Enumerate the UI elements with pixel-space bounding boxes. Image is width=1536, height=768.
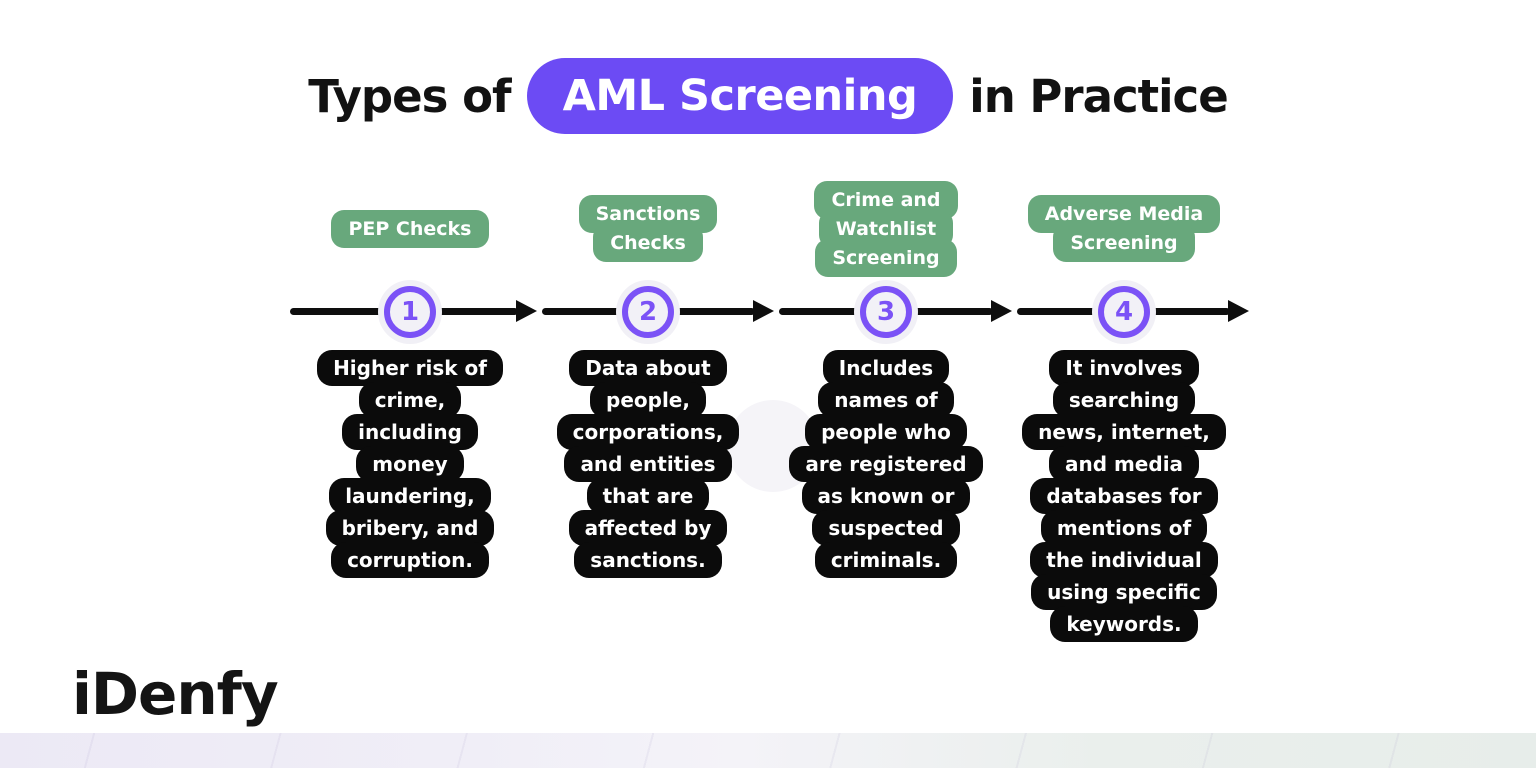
desc-line: including	[342, 414, 478, 450]
arrowhead-icon	[991, 300, 1012, 322]
desc-line: names of	[818, 382, 954, 418]
desc-line: corruption.	[331, 542, 489, 578]
desc-line: Higher risk of	[317, 350, 503, 386]
desc-line: people who	[805, 414, 967, 450]
title-highlight-pill: AML Screening	[526, 58, 954, 134]
desc-line: corporations,	[556, 414, 740, 450]
desc-line: It involves	[1049, 350, 1199, 386]
desc-line: criminals.	[814, 542, 958, 578]
label-line: Screening	[1053, 224, 1195, 262]
step-node-2: 2	[616, 280, 680, 344]
desc-line: news, internet,	[1022, 414, 1226, 450]
desc-line: mentions of	[1040, 510, 1208, 546]
desc-line: sanctions.	[574, 542, 722, 578]
desc-line: laundering,	[329, 478, 491, 514]
arrowhead-icon	[753, 300, 774, 322]
title-prefix: Types of	[308, 69, 511, 123]
desc-line: the individual	[1030, 542, 1218, 578]
step-number: 4	[1114, 297, 1134, 327]
page-title: Types of AML Screening in Practice	[0, 58, 1536, 134]
step-label: PEP Checks	[291, 177, 529, 280]
desc-line: using specific	[1031, 574, 1217, 610]
desc-line: that are	[586, 478, 710, 514]
step-number: 2	[638, 297, 658, 327]
desc-line: and entities	[564, 446, 732, 482]
label-line: Checks	[593, 224, 703, 262]
step-node-ring: 4	[1098, 286, 1150, 338]
desc-line: money	[356, 446, 464, 482]
desc-line: as known or	[801, 478, 971, 514]
desc-line: suspected	[812, 510, 960, 546]
step-node-1: 1	[378, 280, 442, 344]
desc-line: people,	[590, 382, 706, 418]
step-node-ring: 3	[860, 286, 912, 338]
arrowhead-icon	[516, 300, 537, 322]
arrowhead-icon	[1228, 300, 1249, 322]
desc-line: and media	[1048, 446, 1200, 482]
desc-line: crime,	[358, 382, 462, 418]
step-number: 3	[876, 297, 896, 327]
step-number: 1	[400, 297, 420, 327]
desc-line: Data about	[569, 350, 727, 386]
desc-line: are registered	[789, 446, 983, 482]
step-node-3: 3	[854, 280, 918, 344]
label-line: Screening	[815, 238, 957, 277]
title-suffix: in Practice	[969, 69, 1228, 123]
brand-logo: iDenfy	[72, 660, 279, 728]
desc-line: bribery, and	[325, 510, 495, 546]
desc-line: Includes	[822, 350, 950, 386]
footer-strip	[0, 733, 1536, 768]
desc-line: affected by	[568, 510, 728, 546]
step-node-4: 4	[1092, 280, 1156, 344]
step-node-ring: 2	[622, 286, 674, 338]
label-line: PEP Checks	[331, 209, 489, 248]
desc-line: keywords.	[1050, 606, 1198, 642]
desc-line: searching	[1052, 382, 1196, 418]
step-node-ring: 1	[384, 286, 436, 338]
desc-line: databases for	[1030, 478, 1218, 514]
